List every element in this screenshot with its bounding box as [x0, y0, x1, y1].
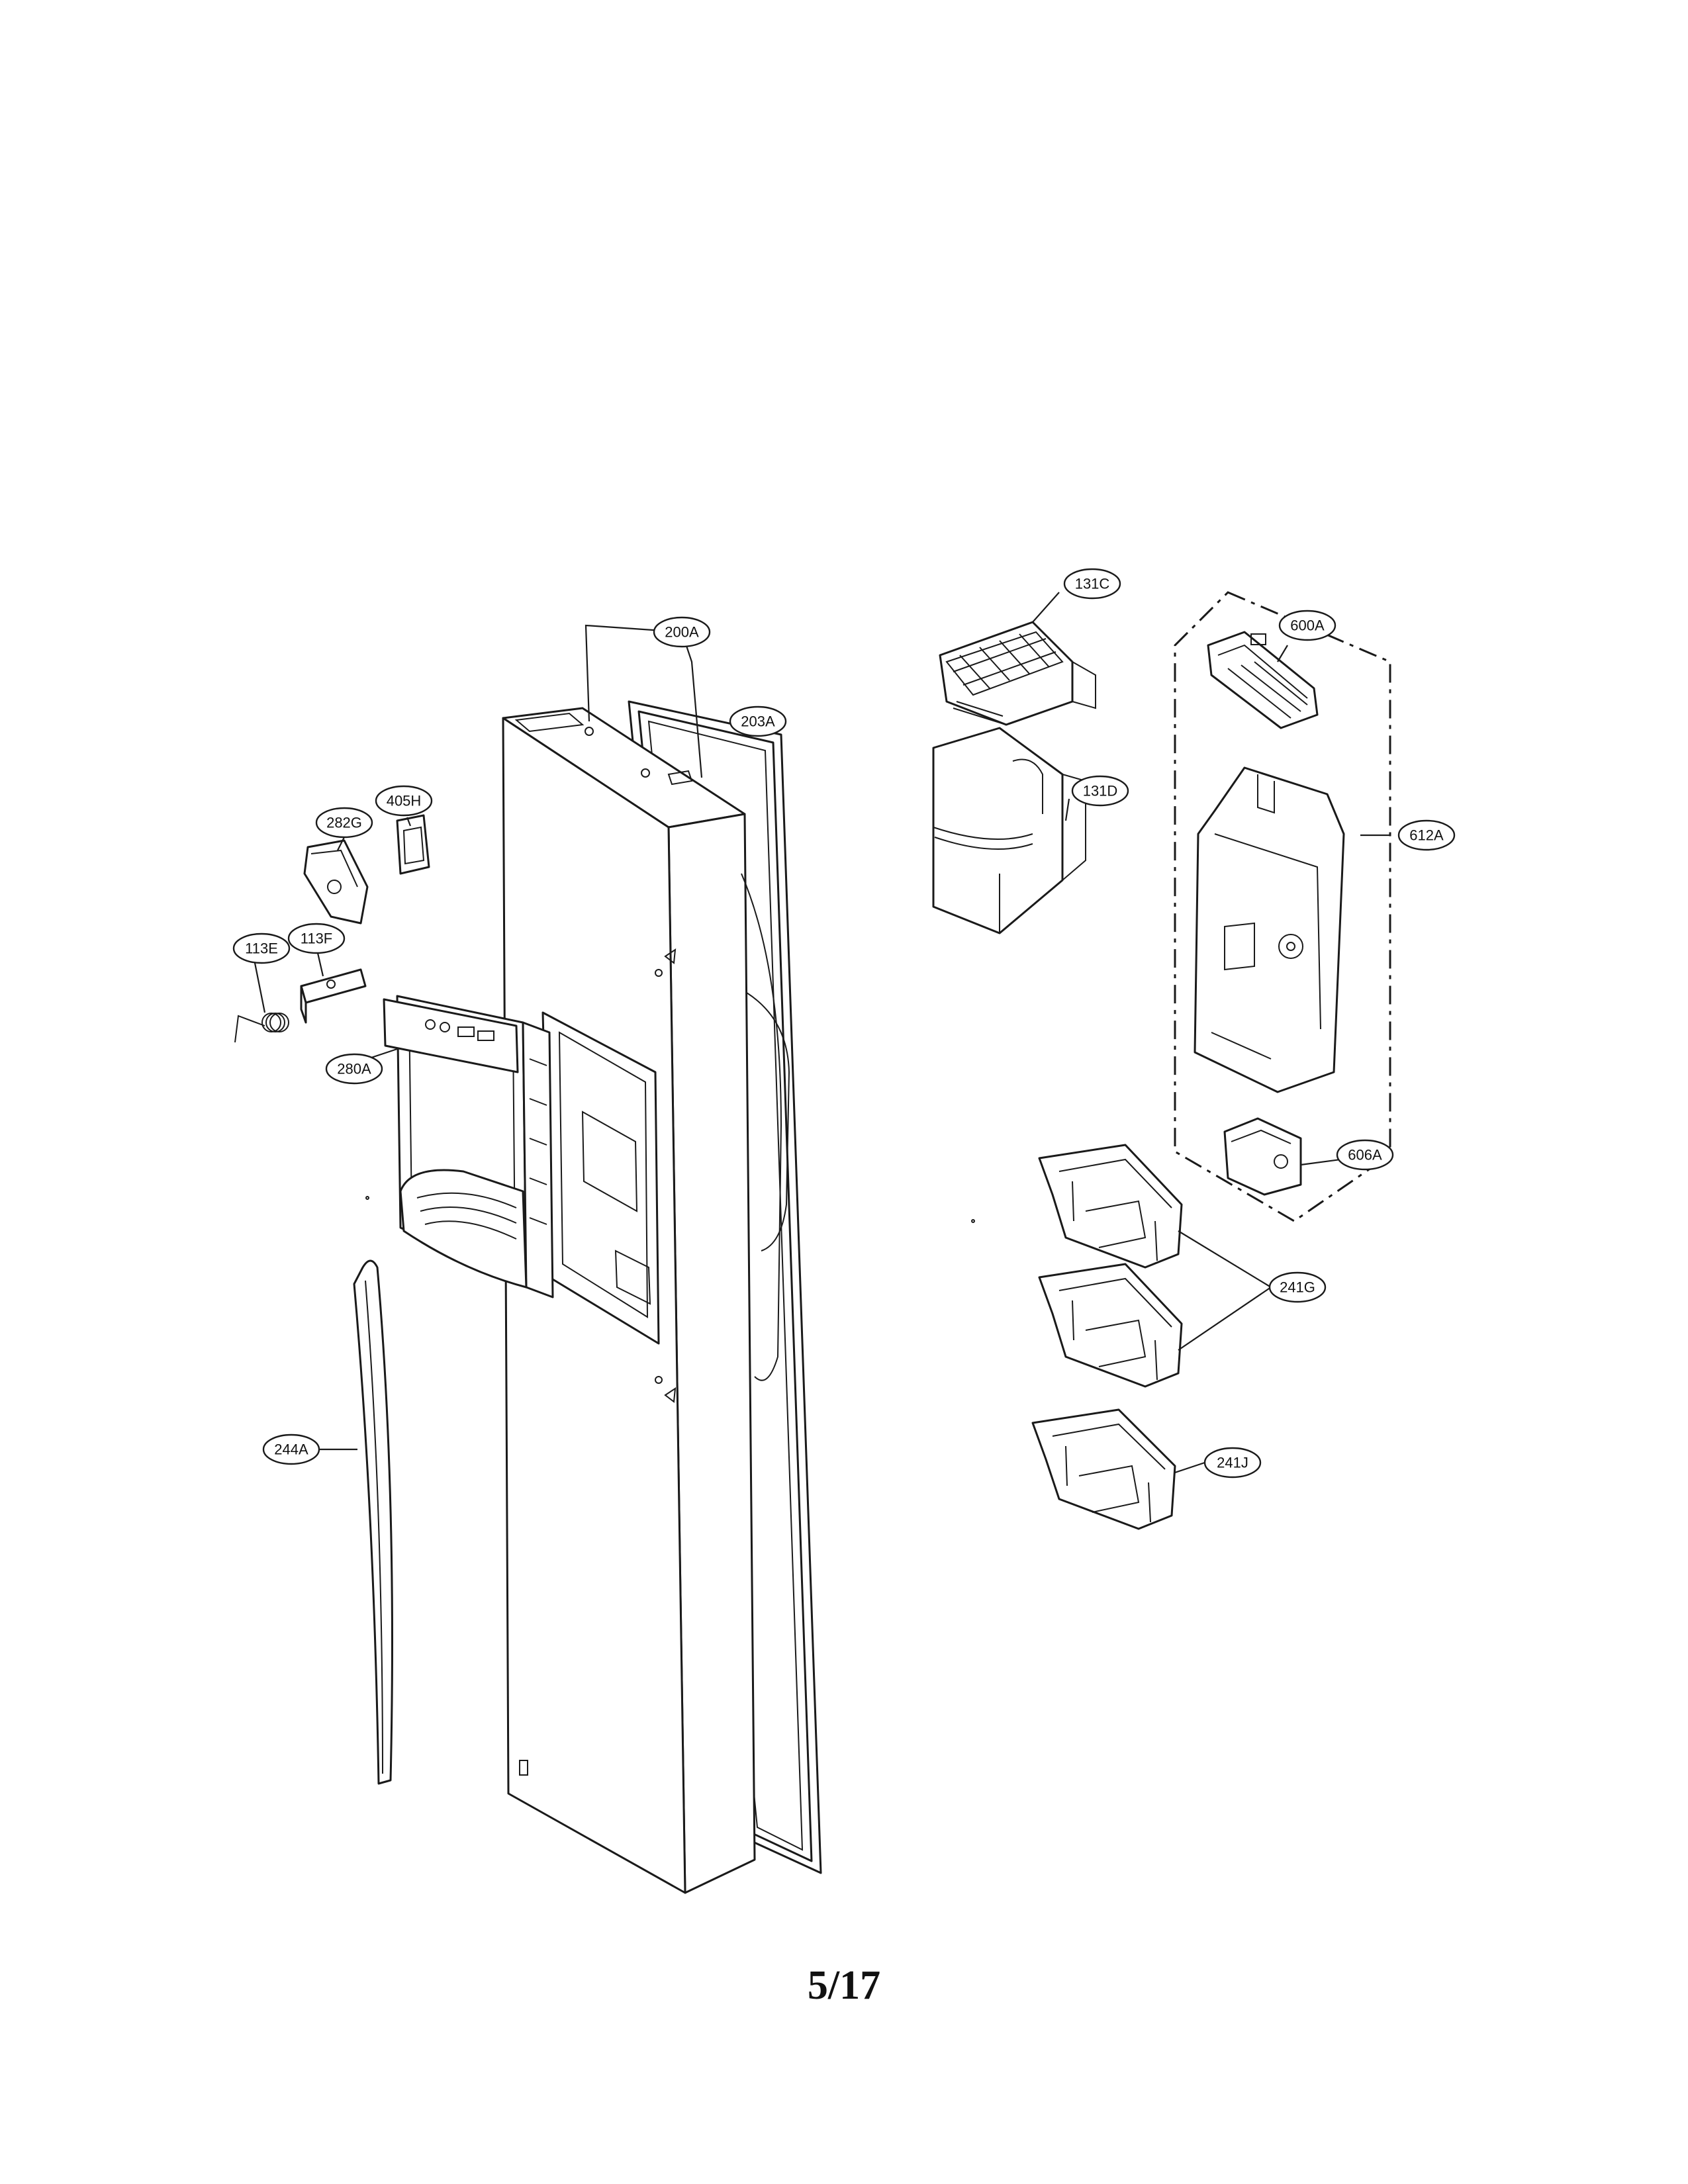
callout-label: 131D: [1083, 783, 1118, 799]
callout-label: 405H: [387, 793, 422, 809]
door-bin-upper: [1038, 1144, 1183, 1269]
switch-part: [396, 803, 430, 875]
callout-label: 131C: [1075, 576, 1110, 592]
callout-label: 612A: [1409, 827, 1444, 844]
callout-282G: 282G: [315, 807, 373, 839]
callout-label: 282G: [326, 815, 362, 831]
bracket-part: [300, 968, 367, 1024]
callout-label: 200A: [665, 624, 699, 641]
callout-label: 600A: [1290, 617, 1325, 634]
callout-label: 203A: [741, 713, 775, 730]
torsion-spring: [234, 1013, 289, 1043]
callout-label: 241G: [1280, 1279, 1315, 1296]
callout-label: 244A: [274, 1441, 308, 1458]
callout-label: 280A: [337, 1061, 371, 1077]
callout-131C: 131C: [1063, 568, 1121, 600]
ice-bin-cover: [939, 621, 1096, 726]
callout-label: 241J: [1217, 1455, 1248, 1471]
door-bin-middle: [1038, 1263, 1183, 1388]
callout-241J: 241J: [1203, 1447, 1262, 1479]
door-handle: [353, 1259, 393, 1785]
callout-600A: 600A: [1278, 610, 1336, 641]
callout-113E: 113E: [232, 933, 291, 964]
callout-131D: 131D: [1071, 775, 1129, 807]
dispenser-housing: [383, 995, 660, 1345]
callout-244A: 244A: [262, 1433, 320, 1465]
ice-bin: [932, 727, 1086, 934]
callout-612A: 612A: [1397, 819, 1456, 851]
actuator-part: [303, 839, 369, 925]
callout-280A: 280A: [325, 1053, 383, 1085]
ice-maker-assembly: [1174, 591, 1391, 1222]
callout-label: 113E: [245, 940, 278, 957]
callout-113F: 113F: [287, 923, 346, 954]
callout-203A: 203A: [729, 705, 787, 737]
callout-241G: 241G: [1268, 1271, 1327, 1303]
page-number: 5/17: [807, 1963, 881, 2008]
door-bin-lower: [1031, 1408, 1176, 1530]
callout-label: 113F: [301, 931, 333, 947]
callout-label: 606A: [1348, 1147, 1382, 1163]
callout-405H: 405H: [375, 785, 433, 817]
callout-200A: 200A: [653, 616, 711, 648]
callout-606A: 606A: [1336, 1139, 1394, 1171]
